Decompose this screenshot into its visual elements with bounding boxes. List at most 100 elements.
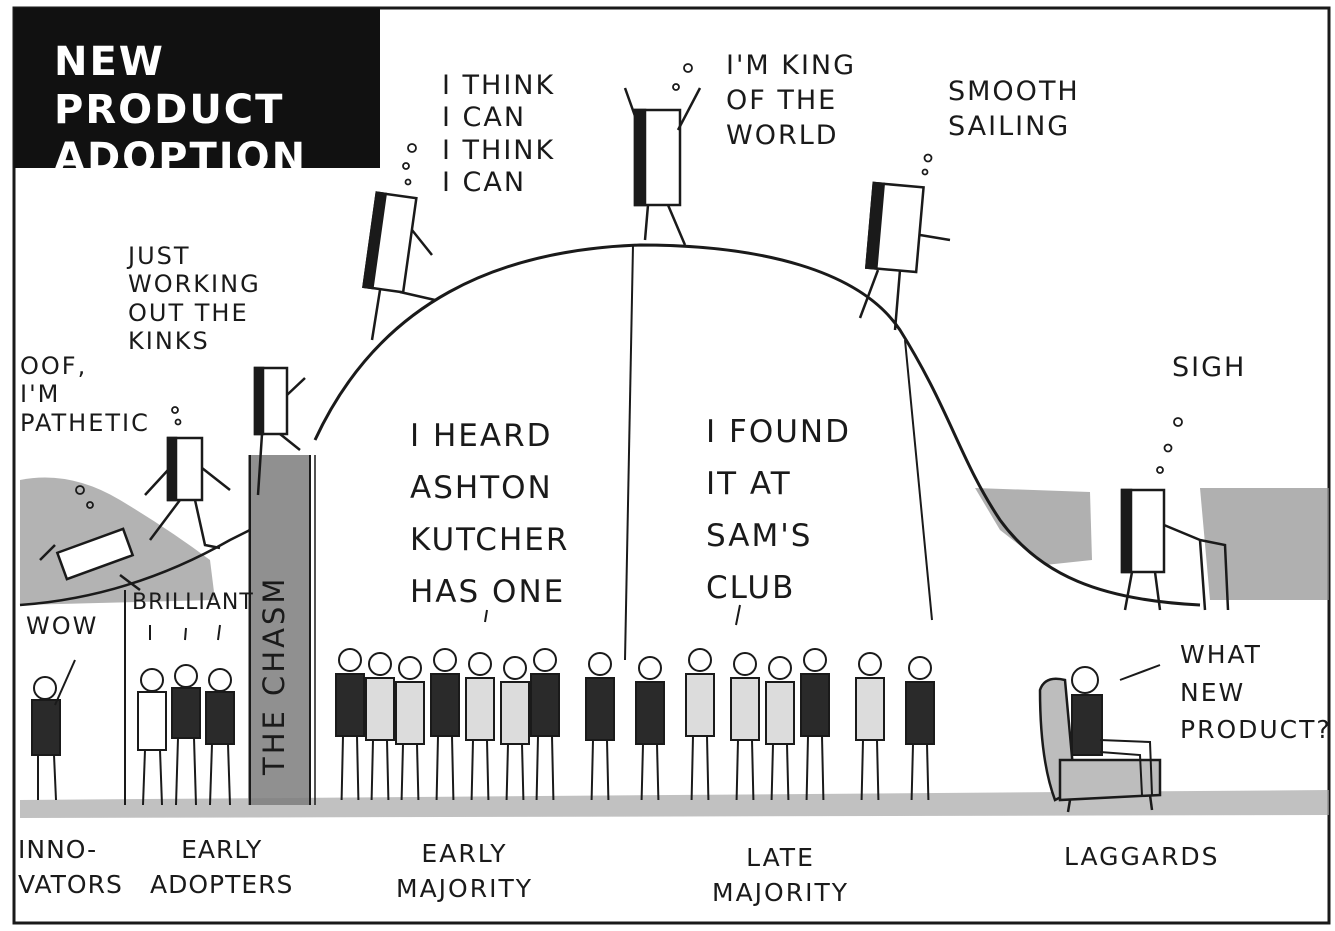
- crowd-leg: [451, 735, 455, 801]
- product-character-descending: [858, 181, 951, 331]
- crowd-majority: [335, 648, 935, 801]
- crowd-leg: [370, 739, 374, 801]
- crowd-leg: [505, 743, 509, 801]
- crowd-leg: [910, 743, 914, 801]
- crowd-head: [503, 656, 527, 680]
- product-character-chasm-edge: [253, 366, 306, 496]
- crowd-leg: [590, 739, 594, 801]
- crowd-leg: [521, 743, 525, 801]
- crowd-body: [635, 681, 665, 745]
- product-character-climbing: [362, 191, 436, 341]
- crowd-body: [730, 677, 760, 741]
- crowd-leg: [706, 735, 710, 801]
- crowd-head: [368, 652, 392, 676]
- crowd-leg: [690, 735, 694, 801]
- product-character-peak: [623, 87, 702, 246]
- crowd-leg: [356, 735, 360, 801]
- crowd-innovators: [31, 659, 76, 801]
- crowd-head: [433, 648, 457, 672]
- crowd-leg: [400, 743, 404, 801]
- title-line-2: ADOPTION: [54, 135, 308, 181]
- title-box: NEW PRODUCT ADOPTION: [14, 8, 380, 181]
- thought-dots: [75, 63, 1183, 509]
- product-character-early-adopter: [144, 436, 231, 550]
- speech-tick-late-majority: [735, 604, 741, 626]
- crowd-leg: [805, 735, 809, 801]
- crowd-leg: [386, 739, 390, 801]
- crowd-leg: [551, 735, 555, 801]
- crowd-leg: [926, 743, 930, 801]
- crowd-head: [803, 648, 827, 672]
- laggard-armchair: [1038, 677, 1162, 813]
- speech-ticks-early-adopters: [149, 624, 221, 641]
- crowd-leg: [486, 739, 490, 801]
- crowd-body: [905, 681, 935, 745]
- crowd-body: [685, 673, 715, 737]
- crowd-leg: [656, 743, 660, 801]
- crowd-head: [688, 648, 712, 672]
- crowd-body: [365, 677, 395, 741]
- panel-frame: [12, 6, 1331, 925]
- crowd-body: [765, 681, 795, 745]
- segment-innovators: INNO-VATORS: [18, 835, 123, 899]
- divider-peak: [624, 244, 634, 661]
- laggard-wash-left: [975, 488, 1092, 565]
- speech-tick-early-majority: [484, 609, 488, 623]
- crowd-body: [335, 673, 365, 737]
- crowd-head: [638, 656, 662, 680]
- laggard-person: [1071, 666, 1153, 796]
- speech-innovators: WOW: [26, 612, 99, 640]
- crowd-leg: [640, 743, 644, 801]
- crowd-leg: [735, 739, 739, 801]
- crowd-leg: [751, 739, 755, 801]
- crowd-head: [338, 648, 362, 672]
- crowd-leg: [535, 735, 539, 801]
- crowd-leg: [876, 739, 880, 801]
- crowd-leg: [435, 735, 439, 801]
- crowd-body: [530, 673, 560, 737]
- adoption-curve: [313, 243, 1201, 607]
- crowd-leg: [470, 739, 474, 801]
- product-character-fallen: [39, 527, 141, 591]
- speech-early-adopters: BRILLIANT: [132, 590, 254, 615]
- crowd-head: [533, 648, 557, 672]
- product-character-laggard: [1120, 488, 1230, 611]
- crowd-body: [465, 677, 495, 741]
- divider-late: [904, 339, 933, 621]
- segment-laggards: LAGGARDS: [1064, 842, 1220, 871]
- title-line-1: NEW PRODUCT: [54, 39, 285, 133]
- bubble-laggard-sigh: SIGH: [1172, 352, 1247, 383]
- crowd-leg: [860, 739, 864, 801]
- chasm-column: [248, 455, 310, 805]
- chasm-label: THE CHASM: [257, 575, 291, 775]
- crowd-head: [733, 652, 757, 676]
- crowd-leg: [340, 735, 344, 801]
- crowd-leg: [606, 739, 610, 801]
- crowd-body: [585, 677, 615, 741]
- crowd-body: [430, 673, 460, 737]
- speech-tick-laggard: [1119, 664, 1161, 681]
- crowd-body: [800, 673, 830, 737]
- page-title: NEW PRODUCT ADOPTION: [54, 38, 380, 182]
- crowd-head: [908, 656, 932, 680]
- crowd-head: [588, 652, 612, 676]
- crowd-body: [395, 681, 425, 745]
- crowd-leg: [416, 743, 420, 801]
- crowd-body: [500, 681, 530, 745]
- crowd-leg: [786, 743, 790, 801]
- crowd-body: [855, 677, 885, 741]
- crowd-head: [398, 656, 422, 680]
